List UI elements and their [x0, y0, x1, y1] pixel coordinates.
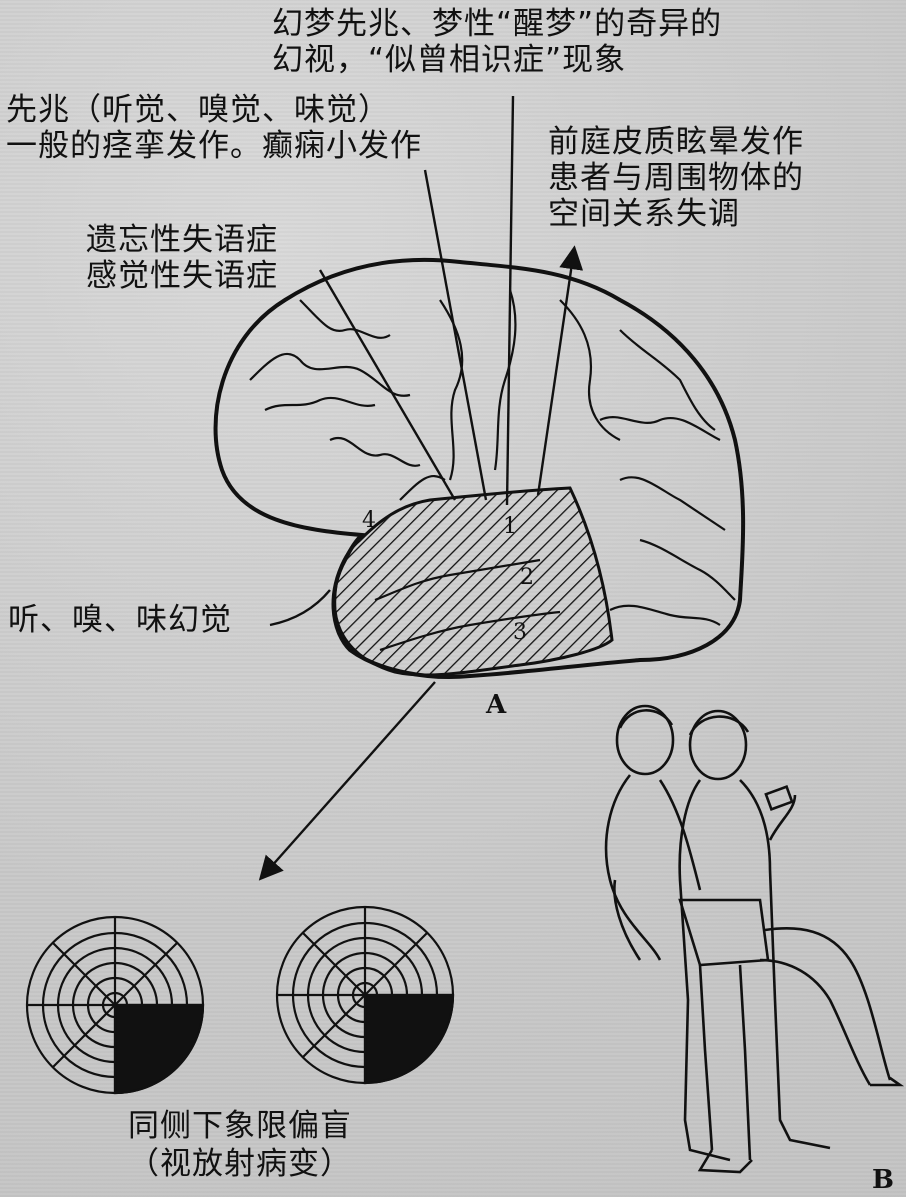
label-field-defect-1: 同侧下象限偏盲 — [128, 1108, 352, 1144]
visual-field-right — [275, 905, 455, 1085]
label-vestibular-1: 前庭皮质眩晕发作 — [548, 124, 804, 160]
label-aura-1: 先兆（听觉、嗅觉、味觉） — [6, 92, 390, 128]
figures-illustration — [604, 704, 905, 1174]
pointer-lines — [258, 95, 584, 881]
label-hallucination: 听、嗅、味幻觉 — [8, 602, 232, 638]
label-dreamy-state-1: 幻梦先兆、梦性“醒梦”的奇异的 — [272, 6, 723, 42]
label-vestibular-3: 空间关系失调 — [548, 196, 740, 232]
label-aura-2: 一般的痉挛发作。癫痫小发作 — [6, 128, 422, 164]
label-field-defect-2: （视放射病变） — [128, 1146, 352, 1182]
label-aphasia-2: 感觉性失语症 — [86, 258, 278, 294]
region-number-3: 3 — [513, 620, 527, 645]
visual-field-left — [25, 915, 205, 1095]
label-dreamy-state-2: 幻视，“似曾相识症”现象 — [272, 42, 627, 78]
region-number-4: 4 — [362, 508, 376, 533]
brain-gyri — [249, 289, 736, 652]
temporal-lobe-region — [333, 486, 614, 677]
region-number-2: 2 — [520, 565, 534, 590]
label-vestibular-2: 患者与周围物体的 — [548, 160, 804, 196]
panel-letter-b: B — [872, 1165, 894, 1195]
panel-letter-a: A — [486, 690, 507, 720]
label-aphasia-1: 遗忘性失语症 — [86, 222, 278, 258]
region-number-1: 1 — [503, 514, 517, 539]
